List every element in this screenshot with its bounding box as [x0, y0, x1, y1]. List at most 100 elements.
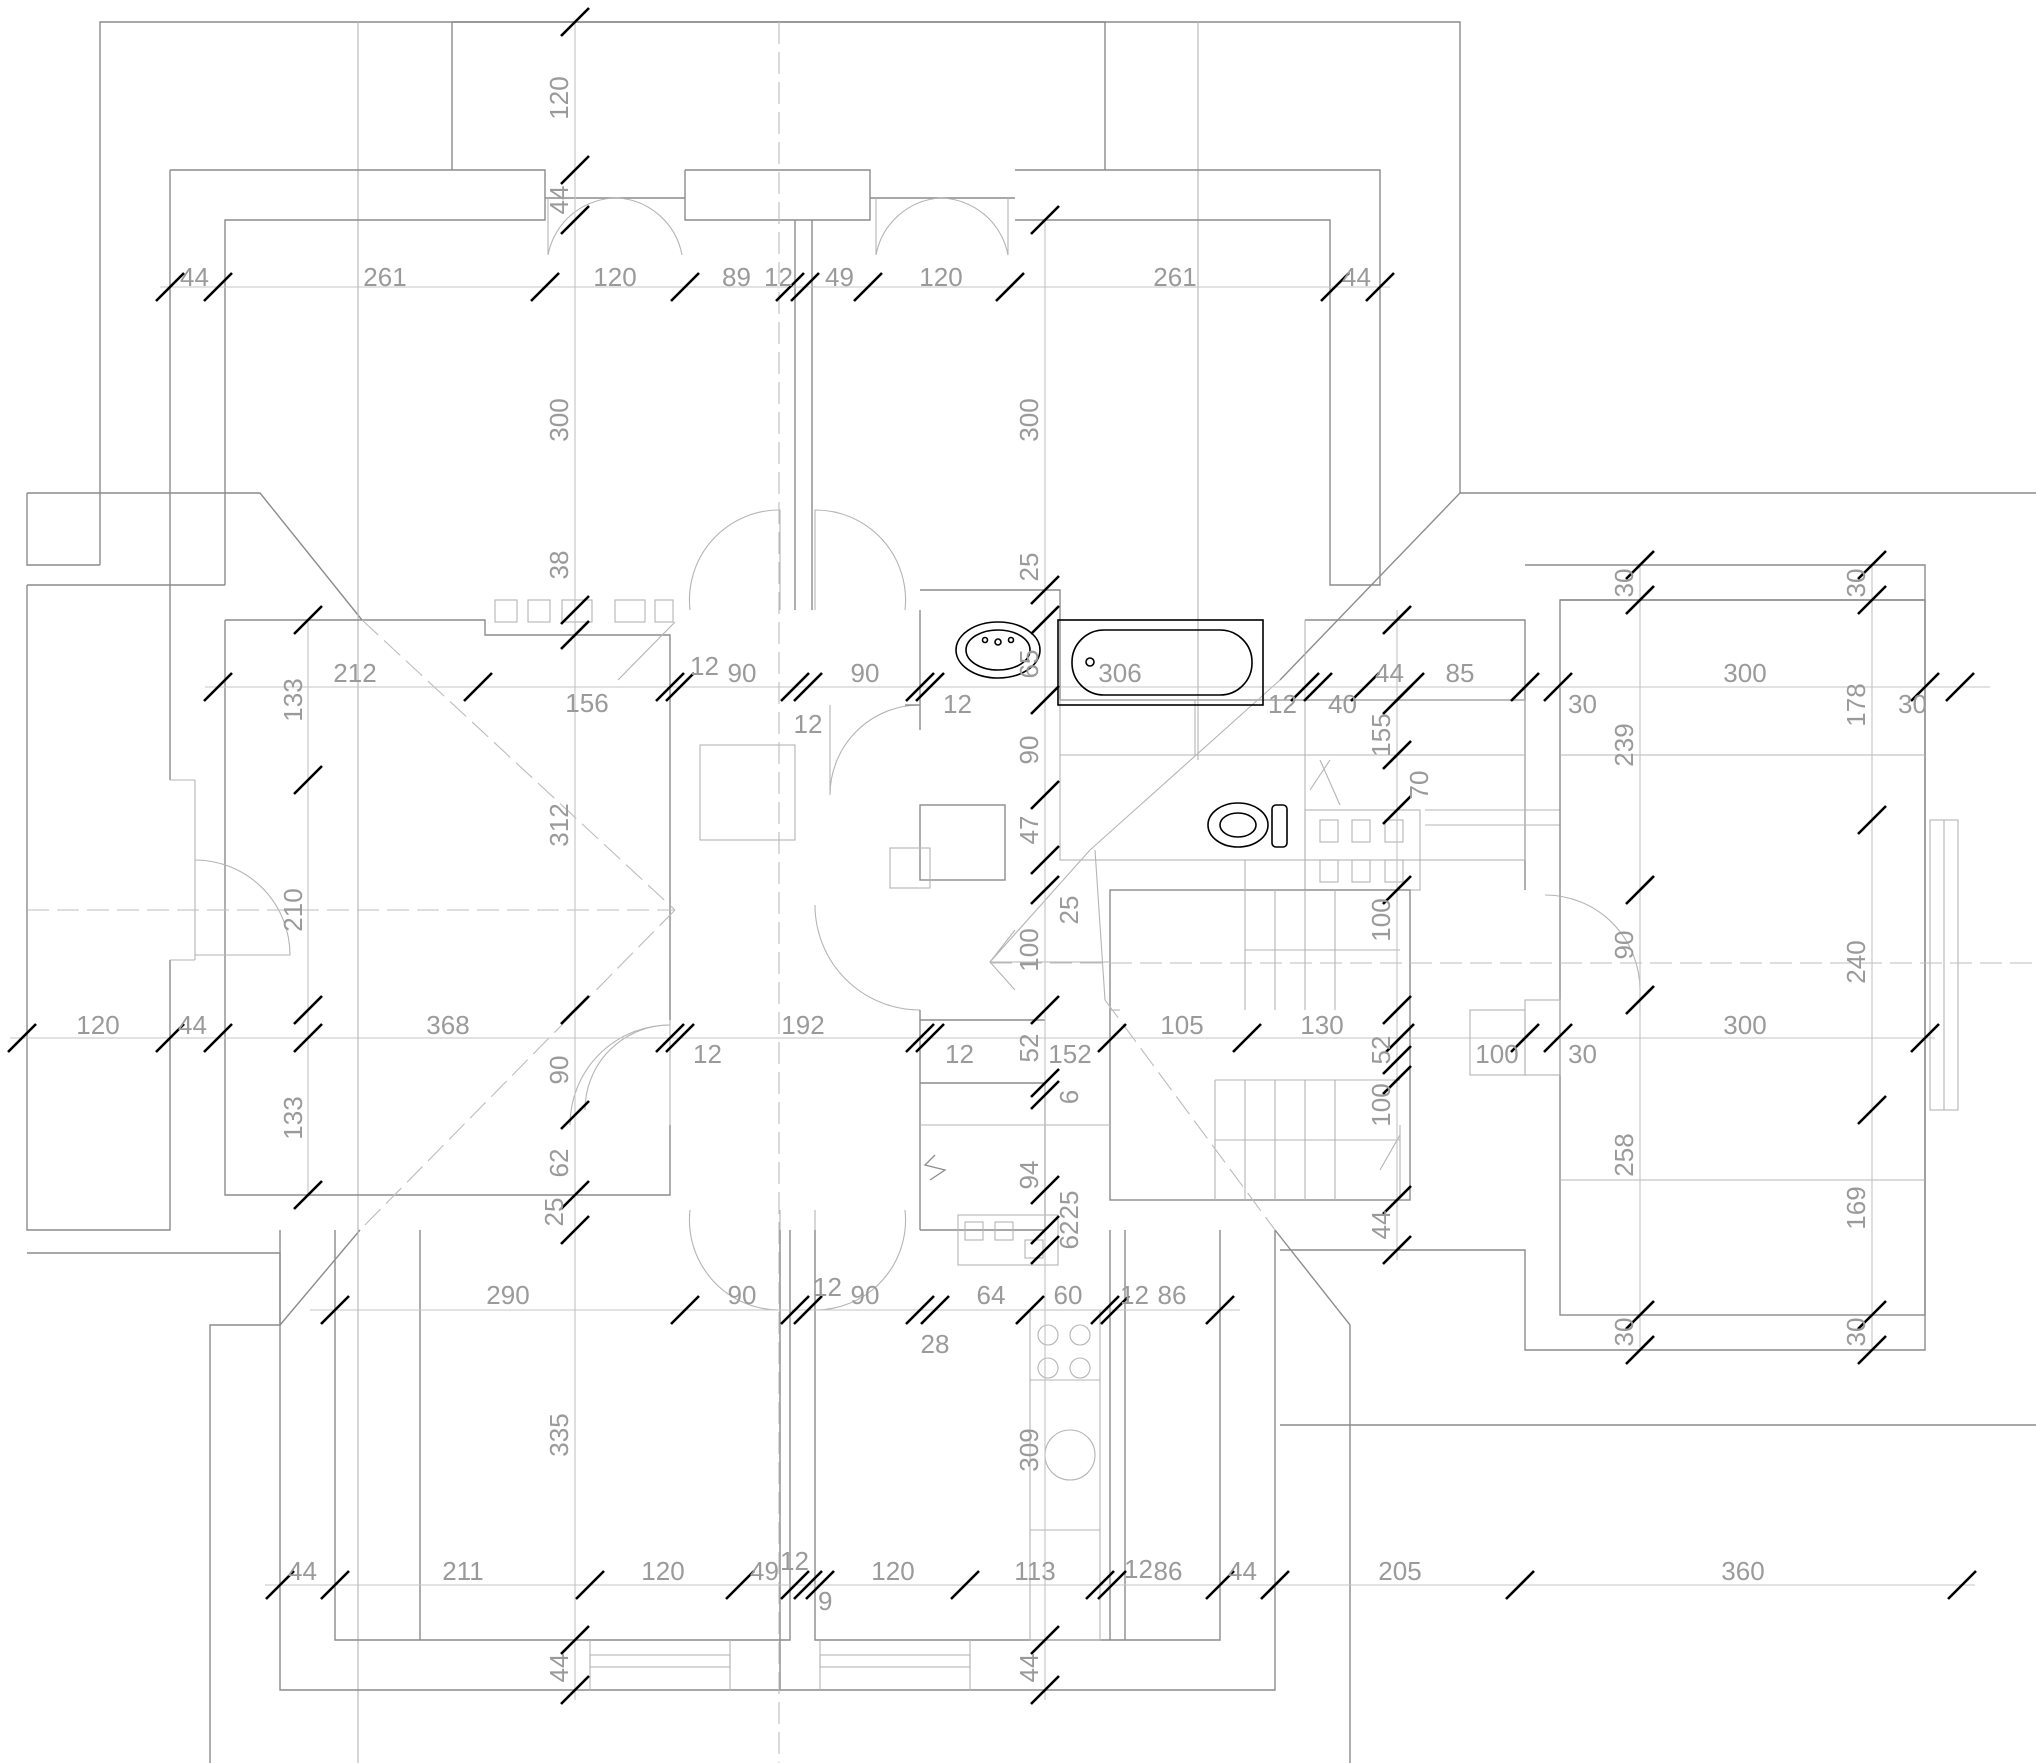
dimension-tick — [1857, 550, 1887, 580]
dim-r790-3: 368 — [426, 1010, 469, 1040]
dim-r1210-3: 120 — [641, 1556, 684, 1586]
dim-r1210-11: 44 — [1228, 1556, 1257, 1586]
dimension-tick — [665, 1023, 695, 1053]
dimension-tick — [1382, 605, 1412, 635]
dim-r518-1: 212 — [333, 658, 376, 688]
dim-r995-1: 290 — [486, 1280, 529, 1310]
dimension-tick — [203, 672, 233, 702]
dim-r1210-8: 113 — [1014, 1556, 1055, 1586]
dim-v-bath-3: 47 — [1014, 816, 1044, 845]
dim-v-stair-1: 155 — [1366, 713, 1396, 756]
dimension-tick — [1510, 672, 1540, 702]
dimension-tick — [670, 272, 700, 302]
dimension-tick — [1030, 685, 1060, 715]
dimension-tick — [1625, 985, 1655, 1015]
dim-r790-5: 192 — [781, 1010, 824, 1040]
dimension-tick — [1030, 995, 1060, 1025]
dim-r1210-4: 49 — [750, 1556, 779, 1586]
dimension-tick — [1030, 205, 1060, 235]
dimension-tick — [1030, 1068, 1060, 1098]
dim-v-center-3: 62 — [544, 1149, 574, 1178]
dim-r790-9: 130 — [1300, 1010, 1343, 1040]
dim-r995-5: 64 — [977, 1280, 1006, 1310]
dim-r518-2: 156 — [565, 688, 608, 718]
dimension-tick — [203, 272, 233, 302]
dim-r995-7: 12 — [1120, 1280, 1149, 1310]
dimension-tick — [915, 672, 945, 702]
dimension-tick — [1625, 1335, 1655, 1365]
dimension-tick — [805, 1570, 835, 1600]
dim-v-east-3: 239 — [1609, 723, 1639, 766]
dim-v-stair-4: 52 — [1366, 1036, 1396, 1065]
dim-v-stair-8: 44 — [1014, 1654, 1044, 1683]
dim-r518-8: 306 — [1098, 658, 1141, 688]
dimension-tick — [1030, 1080, 1060, 1110]
dimension-tick — [1382, 1185, 1412, 1215]
dim-v-center-5: 335 — [544, 1413, 574, 1456]
dimension-tick — [853, 272, 883, 302]
dim-r1210-12: 205 — [1378, 1556, 1421, 1586]
dimension-tick — [1205, 1570, 1235, 1600]
dim-v-east-4: 178 — [1841, 683, 1871, 726]
dim-r518-10: 40 — [1328, 689, 1357, 719]
washbasin-icon — [955, 621, 1041, 679]
dimension-tick — [560, 1180, 590, 1210]
dim-r1210-6: 9 — [818, 1586, 832, 1616]
dimension-tick — [1350, 672, 1380, 702]
dimension-tick — [1030, 1215, 1060, 1245]
dimension-tick — [780, 672, 810, 702]
dimension-tick — [1382, 1065, 1412, 1095]
dimension-tick — [1015, 1295, 1045, 1325]
dimension-tick — [1320, 272, 1350, 302]
dim-r1210-5: 12 — [780, 1546, 809, 1576]
dim-r1210-7: 120 — [871, 1556, 914, 1586]
dim-r790-4: 12 — [693, 1039, 722, 1069]
dimension-tick — [293, 765, 323, 795]
dim-v-east-2: 30 — [1841, 569, 1871, 598]
dimension-tick — [560, 1100, 590, 1130]
dimension-ticks — [7, 7, 1977, 1705]
dimension-tick — [155, 1023, 185, 1053]
dim-r995-4: 90 — [851, 1280, 880, 1310]
dimension-tick — [1030, 605, 1060, 635]
dim-v-east-9: 30 — [1609, 1318, 1639, 1347]
dim-v-bath-7: 6 — [1054, 1090, 1084, 1104]
dimension-tick — [905, 672, 935, 702]
dimension-tick — [1232, 1023, 1262, 1053]
dim-v-bath-9: 62 — [1054, 1221, 1084, 1250]
dimension-tick — [1382, 740, 1412, 770]
dimension-tick — [560, 595, 590, 625]
dimension-tick — [1382, 1235, 1412, 1265]
dimension-tick — [1085, 1570, 1115, 1600]
dim-v-east-6: 240 — [1841, 940, 1871, 983]
dimension-tick — [1857, 585, 1887, 615]
dimension-tick — [1030, 845, 1060, 875]
toilet-icon — [1207, 802, 1288, 848]
dim-v-bath-6: 52 — [1014, 1034, 1044, 1063]
dim-top-1: 44 — [180, 262, 209, 292]
dimension-tick — [7, 1023, 37, 1053]
dim-r995-3: 12 — [813, 1272, 842, 1302]
dim-v-bath-1: 65 — [1014, 650, 1044, 679]
dim-r518-6: 12 — [794, 709, 823, 739]
dim-v-stair-3: 100 — [1366, 898, 1396, 941]
dimension-tick — [293, 995, 323, 1025]
dim-r790-6: 12 — [945, 1039, 974, 1069]
dimension-tick — [560, 1625, 590, 1655]
dim-r790-7: 152 — [1048, 1039, 1091, 1069]
dim-v-north-6: 25 — [1014, 553, 1044, 582]
dimension-tick — [1945, 672, 1975, 702]
dim-v-bath-8: 94 — [1014, 1161, 1044, 1190]
dim-v-stair-5: 100 — [1366, 1083, 1396, 1126]
dim-v-left-1: 133 — [278, 678, 308, 721]
dimension-tick — [1510, 1023, 1540, 1053]
dim-v-stair-2: 70 — [1404, 771, 1434, 800]
dim-v-center-1: 312 — [544, 803, 574, 846]
dimension-tick — [665, 672, 695, 702]
dimension-tick — [560, 205, 590, 235]
dimension-tick — [320, 1295, 350, 1325]
dimension-tick — [560, 995, 590, 1025]
north-wing-walls — [169, 169, 1381, 610]
dimension-tick — [780, 1570, 810, 1600]
dimension-tick — [1030, 575, 1060, 605]
